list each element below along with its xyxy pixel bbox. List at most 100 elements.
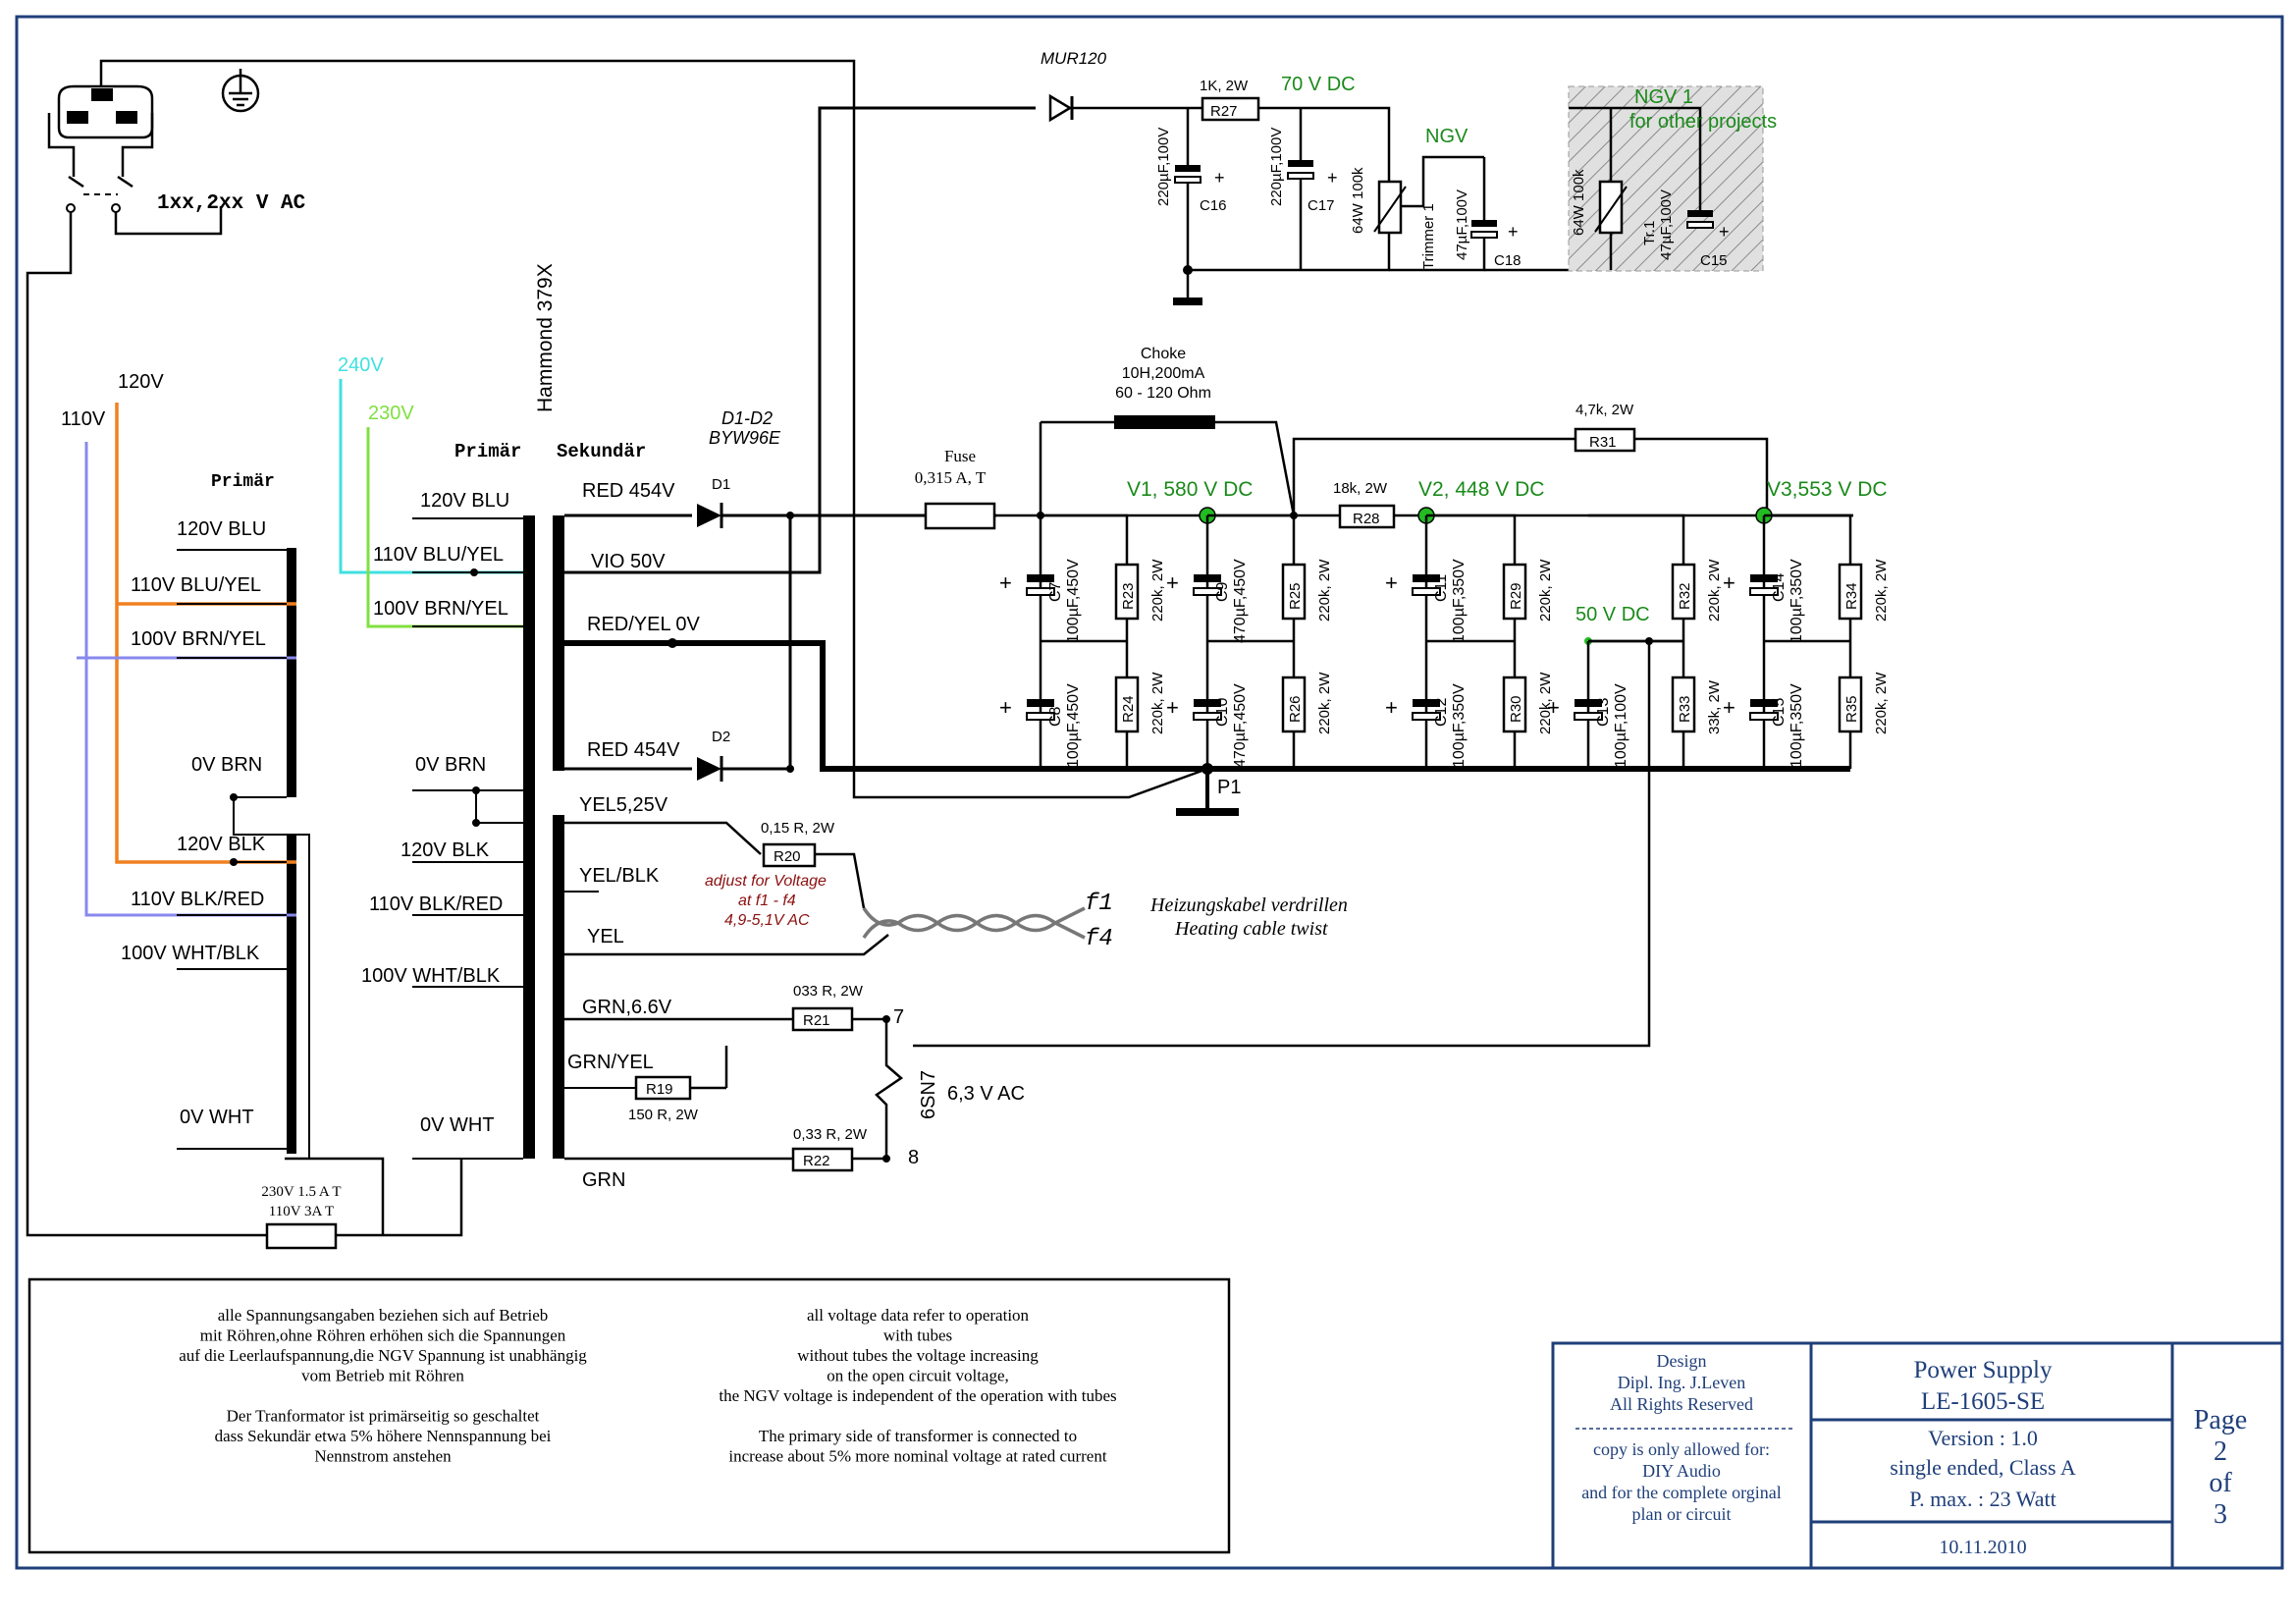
- pl-tap-5: 110V BLK/RED: [131, 889, 264, 910]
- c18-value: 47µF,100V: [1454, 189, 1470, 260]
- res-name-r32: R32: [1677, 582, 1693, 610]
- c17-value: 220µF,100V: [1268, 128, 1285, 206]
- svg-text:+: +: [1327, 168, 1338, 188]
- v3-label: V3,553 V DC: [1767, 478, 1888, 501]
- cap-value-c7: 100µF,450V: [1065, 559, 1082, 643]
- cap-name-c9: C9: [1214, 581, 1231, 602]
- tb-page-label: Page: [2194, 1405, 2247, 1435]
- v2-label: V2, 448 V DC: [1418, 478, 1544, 501]
- cap-name-c12: C12: [1433, 698, 1450, 727]
- input-230v-label: 230V: [368, 403, 414, 424]
- pl-tap-7: 0V WHT: [180, 1107, 254, 1128]
- ngv-70v-label: 70 V DC: [1281, 74, 1356, 95]
- mains-fuse-label-2: 110V 3A T: [269, 1204, 334, 1219]
- tr-heat1-1: YEL/BLK: [579, 865, 660, 887]
- heater-note-3: 4,9-5,1V AC: [724, 912, 810, 929]
- cap-name-c14: C14: [1771, 573, 1788, 602]
- diode-d2: [697, 757, 721, 781]
- trimmer-label: Trimmer 1: [1420, 203, 1437, 270]
- tb-page-num: 2: [2214, 1436, 2227, 1467]
- tube-label: 6SN7: [918, 1070, 939, 1119]
- p1-label: P1: [1217, 777, 1241, 798]
- r19-label: R19: [646, 1081, 673, 1098]
- fuse-title: Fuse: [944, 447, 976, 465]
- tr-heat2-1: GRN/YEL: [567, 1052, 654, 1073]
- cap-value-c9: 470µF,450V: [1232, 559, 1249, 643]
- cap-value-c10: 470µF,450V: [1232, 683, 1249, 768]
- tb-model: LE-1605-SE: [1921, 1388, 2045, 1415]
- input-240v-label: 240V: [338, 354, 384, 376]
- tb-copy-2: and for the complete orginal: [1581, 1483, 1782, 1502]
- tb-copy-3: plan or circuit: [1632, 1504, 1732, 1524]
- ngv1-sub: for other projects: [1629, 111, 1777, 133]
- tb-design-2: All Rights Reserved: [1610, 1394, 1753, 1414]
- tr-sec-1: VIO 50V: [591, 551, 666, 572]
- choke-title: Choke: [1141, 346, 1186, 362]
- pot2-label: 64W 100k: [1571, 169, 1587, 236]
- svg-text:+: +: [1547, 695, 1560, 720]
- mains-input: 1xx,2xx V AC 230V 1.5 A T 110V 3A T: [26, 59, 856, 1250]
- pl-tap-0: 120V BLU: [177, 518, 266, 540]
- tr-heat2-0: GRN,6.6V: [582, 997, 672, 1018]
- earth-ground-icon: [221, 69, 260, 113]
- res-name-r29: R29: [1508, 582, 1524, 610]
- ngv-section: MUR120 R27 1K, 2W 70 V DC + C16 220µF,10…: [1041, 49, 1777, 305]
- res-name-r26: R26: [1287, 695, 1304, 723]
- cap-name-c11: C11: [1433, 574, 1450, 602]
- note-de-line: vom Betrieb mit Röhren: [301, 1367, 464, 1385]
- transformer-secondary-label: Sekundär: [557, 441, 646, 462]
- cap-value-c13: 100µF,100V: [1613, 683, 1629, 768]
- res-name-r35: R35: [1843, 695, 1860, 723]
- r31: [1574, 427, 1636, 453]
- c16-label: C16: [1200, 197, 1227, 214]
- mains-fuse-label-1: 230V 1.5 A T: [261, 1184, 341, 1200]
- svg-text:+: +: [1385, 695, 1398, 720]
- tr-prim-6: 100V WHT/BLK: [361, 965, 501, 987]
- svg-text:+: +: [1166, 570, 1179, 595]
- cap-name-c8: C8: [1047, 706, 1064, 727]
- d1-label: D1: [712, 476, 730, 493]
- rectifier-section: D1-D2 BYW96E D1 D2 Fuse 0,315 A, T: [564, 106, 1850, 782]
- pl-tap-4: 120V BLK: [177, 834, 266, 855]
- v1-label: V1, 580 V DC: [1127, 478, 1253, 501]
- input-120v-label: 120V: [118, 371, 164, 393]
- heater-v-label: 6,3 V AC: [947, 1083, 1025, 1105]
- r31-label: R31: [1589, 434, 1617, 451]
- tr-prim-5: 110V BLK/RED: [369, 893, 503, 915]
- hv-filter-bank: Choke 10H,200mA 60 - 120 Ohm R31 4,7k, 2…: [852, 346, 1890, 1048]
- drawing-frame: [15, 15, 2284, 1570]
- input-110v-label: 110V: [61, 408, 106, 430]
- r22-value: 0,33 R, 2W: [793, 1126, 868, 1143]
- pot1-label: 64W 100k: [1350, 167, 1366, 234]
- cap-value-c11: 100µF,350V: [1451, 559, 1468, 643]
- tr-prim-3: 0V BRN: [415, 754, 486, 776]
- rectifier-part: BYW96E: [709, 428, 781, 448]
- res-value-r34: 220k, 2W: [1873, 559, 1890, 622]
- svg-text:+: +: [1723, 695, 1735, 720]
- note-de-line: Nennstrom anstehen: [314, 1447, 452, 1466]
- tb-page-total: 3: [2214, 1499, 2227, 1530]
- r22-label: R22: [803, 1153, 830, 1169]
- diode-mur120: [1048, 93, 1073, 123]
- res-value-r25: 220k, 2W: [1316, 559, 1333, 622]
- tr-heat2-2: GRN: [582, 1169, 625, 1191]
- pl-tap-1: 110V BLU/YEL: [131, 574, 261, 596]
- note-de-line: mit Röhren,ohne Röhren erhöhen sich die …: [200, 1326, 566, 1345]
- svg-text:+: +: [1719, 222, 1730, 242]
- heater-section: R20 0,15 R, 2W adjust for Voltage at f1 …: [553, 815, 1348, 1172]
- cap-value-c14: 100µF,350V: [1789, 559, 1805, 643]
- tb-version: Version : 1.0: [1928, 1426, 2038, 1450]
- svg-text:+: +: [1508, 222, 1519, 242]
- r28-value: 18k, 2W: [1333, 480, 1388, 497]
